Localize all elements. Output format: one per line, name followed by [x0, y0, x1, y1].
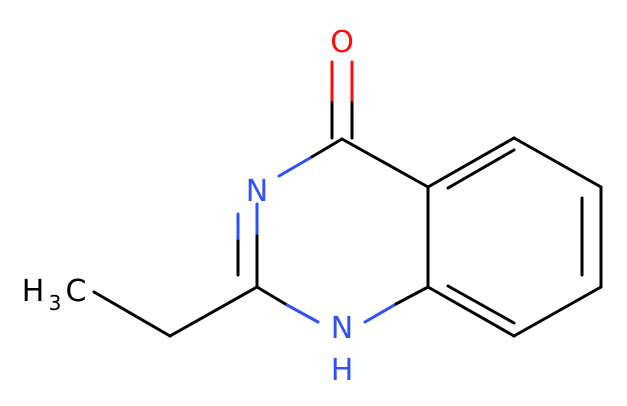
benzene-bond-bottom-right: [512, 285, 603, 338]
n1-c8a-bond-blue: [363, 302, 398, 324]
n1-c8a-bond-black: [394, 285, 430, 306]
benzene-bond-bottom-left-inner: [446, 284, 516, 325]
c4-n3-bond-black: [308, 137, 344, 160]
methyl-hydrogen-label: H: [22, 274, 45, 309]
oxygen-atom-label: O: [330, 25, 354, 60]
ethyl-ch2-ch3-bond: [92, 290, 172, 338]
c4-n3-bond-blue: [277, 156, 312, 178]
c4-c4a-bond: [340, 137, 430, 189]
methyl-subscript-label: 3: [49, 291, 62, 315]
bonds: [92, 60, 603, 338]
benzene-bond-top-left-inner: [446, 148, 516, 190]
amine-nitrogen-label: N: [331, 311, 353, 346]
c2-n1-bond-blue: [285, 303, 320, 324]
benzene-bond-top-right: [512, 136, 603, 189]
imine-nitrogen-label: N: [246, 174, 268, 209]
benzene-bond-bottom-left: [426, 285, 516, 338]
c2-n1-bond-black: [255, 285, 289, 307]
benzene-bond-top-left: [426, 136, 516, 189]
amine-hydrogen-label: H: [331, 353, 354, 388]
methyl-carbon-label: C: [66, 274, 87, 309]
ethyl-c2-ch2-bond: [168, 285, 259, 338]
atom-labels: O N N H H 3 C: [22, 25, 354, 388]
